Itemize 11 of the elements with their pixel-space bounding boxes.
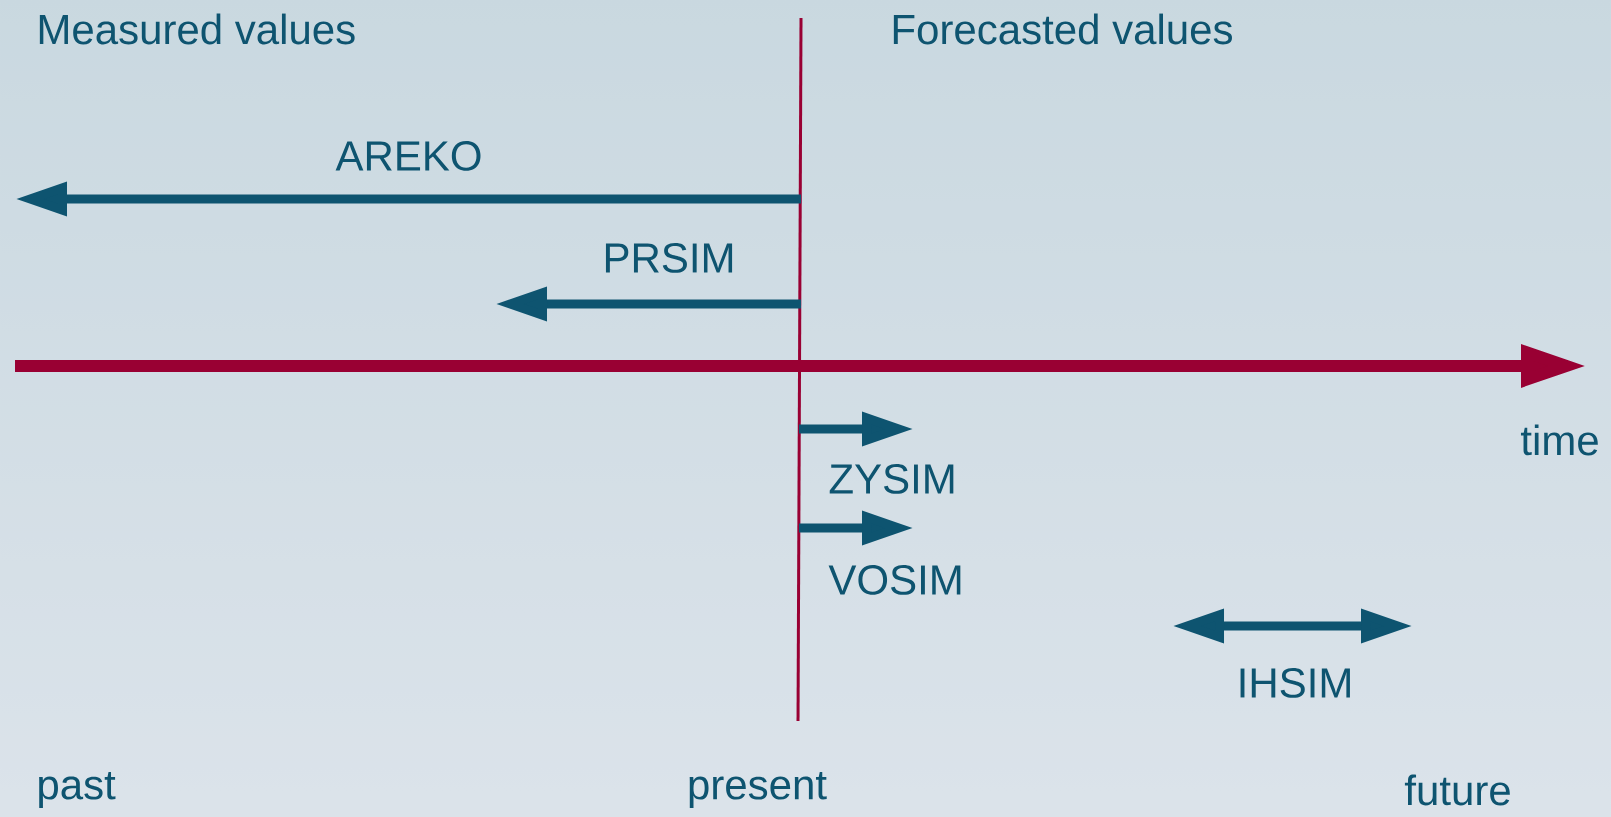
axis-label: time xyxy=(1520,424,1598,456)
region-heading: Forecasted values xyxy=(893,13,1232,45)
axis-label: future xyxy=(1404,774,1510,806)
axis-label: past xyxy=(39,772,116,808)
method-label: VOSIM xyxy=(828,565,961,595)
method-label: IHSIM xyxy=(1240,668,1350,698)
method-label: ZYSIM xyxy=(829,464,954,494)
region-heading: Measured values xyxy=(39,13,355,45)
method-label: AREKO xyxy=(335,141,481,171)
method-label: PRSIM xyxy=(605,243,733,273)
axis-label: present xyxy=(689,772,827,808)
